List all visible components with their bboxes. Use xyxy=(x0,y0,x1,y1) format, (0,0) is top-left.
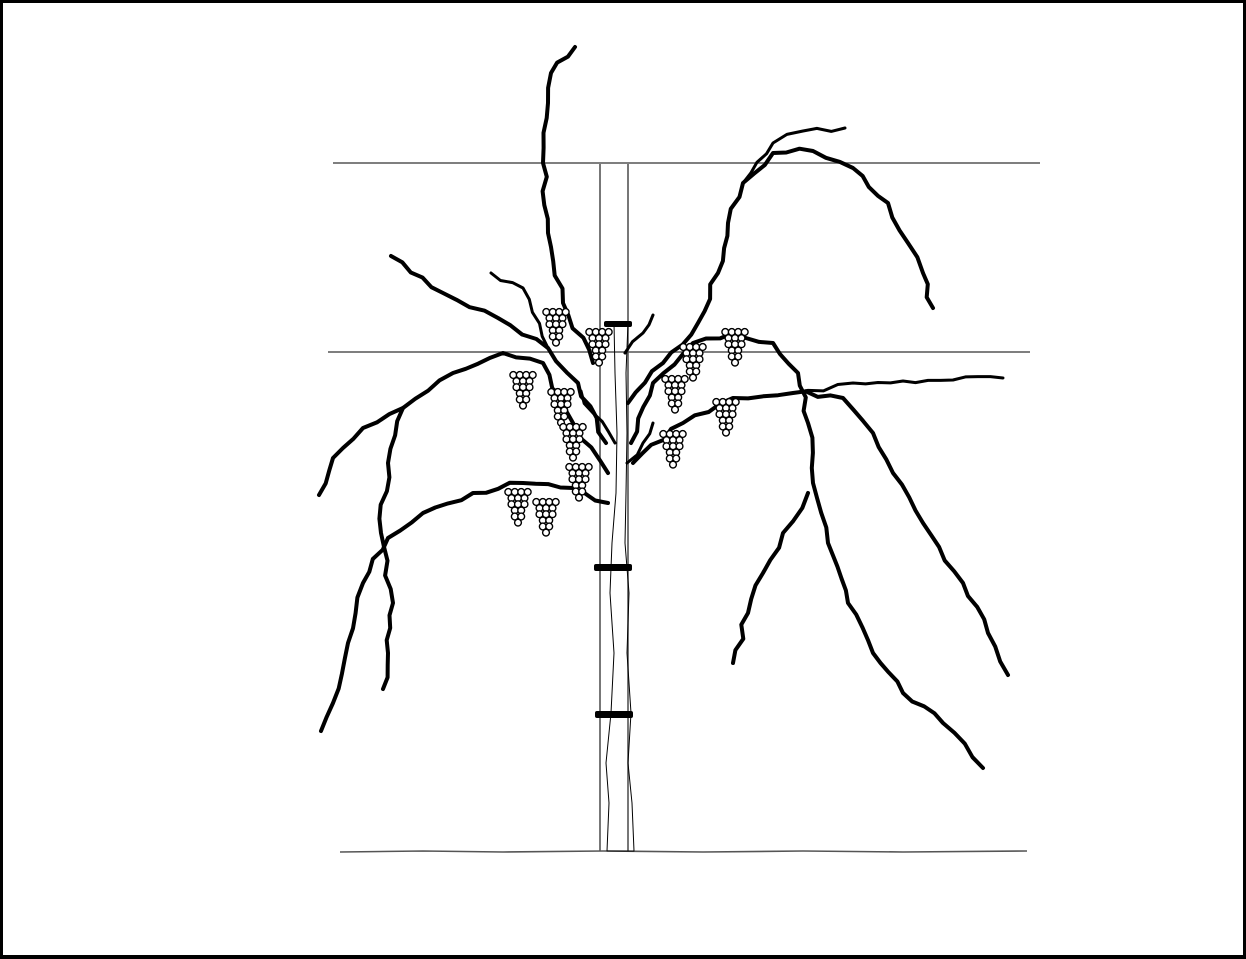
vine-cane xyxy=(321,483,608,731)
vine-cane xyxy=(743,128,845,183)
grape-cluster xyxy=(560,424,586,461)
vine-canes xyxy=(319,47,1008,768)
vine-cane xyxy=(631,333,983,768)
vine-cane xyxy=(625,315,653,353)
grape-cluster xyxy=(722,329,748,366)
vine-cane xyxy=(491,273,548,348)
grape-cluster xyxy=(660,431,686,468)
ground-line xyxy=(340,851,1027,852)
support-stake xyxy=(600,164,628,851)
grape-cluster xyxy=(505,489,531,526)
grape-cluster xyxy=(533,499,559,536)
vine-cane xyxy=(733,493,808,663)
grape-cluster xyxy=(713,399,739,436)
vine-cane xyxy=(793,377,1003,393)
grape-cluster xyxy=(543,309,569,346)
grape-cluster xyxy=(586,329,612,366)
grapevine-trellis-illustration xyxy=(3,3,1243,955)
grape-cluster xyxy=(510,372,536,409)
vine-cane xyxy=(391,256,606,443)
vine-cane xyxy=(633,391,1008,675)
grape-cluster xyxy=(662,376,688,413)
